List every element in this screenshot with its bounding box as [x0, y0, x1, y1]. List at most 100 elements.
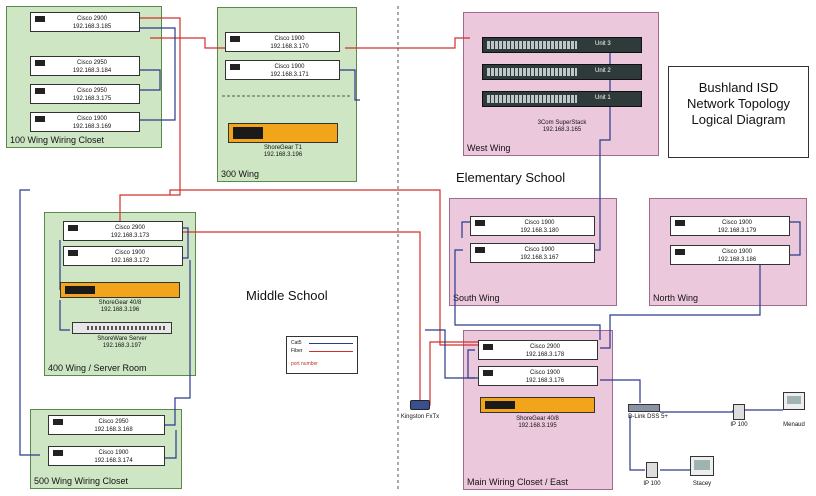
title-line1: Bushland ISD [698, 80, 779, 95]
diagram-title: Bushland ISD Network Topology Logical Di… [668, 66, 809, 158]
region-label-100-wing: 100 Wing Wiring Closet [10, 135, 105, 145]
switch-name: Cisco 2900 [529, 344, 561, 350]
region-label-north-wing: North Wing [653, 293, 699, 303]
switch-w400-a[interactable]: Cisco 2900 192.168.3.173 [63, 221, 183, 241]
fiber-link [420, 341, 480, 406]
switch-w100-a[interactable]: Cisco 2900 192.168.3.185 [30, 12, 140, 32]
fiber-link [150, 37, 225, 49]
title-line2: Network Topology [686, 96, 791, 111]
switch-w100-c[interactable]: Cisco 2950 192.168.3.175 [30, 84, 140, 104]
switch-ip: 192.168.3.178 [525, 352, 565, 358]
cat5-link [660, 410, 734, 413]
stack-unit-label: Unit 3 [595, 41, 611, 47]
ip-phone-b[interactable] [646, 462, 658, 478]
fiber-link [169, 189, 480, 346]
switch-north-a[interactable]: Cisco 1900 192.168.3.179 [670, 216, 790, 236]
region-label-300-wing: 300 Wing [221, 169, 260, 179]
switch-ip: 192.168.3.168 [94, 427, 133, 433]
switch-icon [68, 225, 78, 231]
switch-ip: 192.168.3.173 [110, 233, 150, 239]
legend-cat5: Cat5 [291, 340, 302, 346]
stack-unit-label: Unit 2 [595, 68, 611, 74]
stack-unit-1[interactable]: Unit 1 [482, 91, 642, 107]
switch-w400-b[interactable]: Cisco 1900 192.168.3.172 [63, 246, 183, 266]
switch-icon [35, 60, 45, 66]
ip-phone-b-label: IP 100 [643, 481, 661, 487]
cat5-link [140, 27, 176, 121]
cat5-link [467, 349, 478, 379]
region-label-main-closet: Main Wiring Closet / East [467, 477, 569, 487]
switch-ip: 192.168.3.180 [520, 228, 559, 234]
legend-port: port number [291, 361, 318, 367]
cat5-link [461, 221, 470, 238]
shoregear-40-8-ms[interactable] [60, 282, 180, 298]
cat5-link [59, 300, 70, 331]
pc-menaud[interactable] [783, 392, 805, 410]
switch-icon [230, 36, 240, 42]
fiber-link [183, 231, 421, 400]
kingston-label: Kingston FxTx [400, 414, 440, 420]
switch-main-a[interactable]: Cisco 2900 192.168.3.178 [478, 340, 598, 360]
switch-name: Cisco 1900 [524, 247, 555, 253]
cat5-link [165, 260, 191, 426]
switch-w300-b[interactable]: Cisco 1900 192.168.3.171 [225, 60, 340, 80]
cat5-link [140, 69, 161, 91]
shoregear-40-8-main[interactable] [480, 397, 595, 413]
switch-south-b[interactable]: Cisco 1900 192.168.3.167 [470, 243, 595, 263]
switch-main-b[interactable]: Cisco 1900 192.168.3.176 [478, 366, 598, 386]
switch-w100-b[interactable]: Cisco 2950 192.168.3.184 [30, 56, 140, 76]
switch-ip: 192.168.3.186 [717, 257, 757, 263]
cat5-link [340, 69, 360, 101]
cat5-link [454, 249, 601, 340]
pc-stacey[interactable] [690, 456, 714, 476]
switch-w300-a[interactable]: Cisco 1900 192.168.3.170 [225, 32, 340, 52]
switch-name: Cisco 1900 [529, 370, 561, 376]
switch-name: Cisco 2950 [98, 419, 129, 425]
switch-w500-a[interactable]: Cisco 2950 192.168.3.168 [48, 415, 165, 435]
switch-ip: 192.168.3.174 [94, 458, 133, 464]
cat5-link [183, 227, 189, 259]
stack-unit-2[interactable]: Unit 2 [482, 64, 642, 80]
shoreware-server[interactable] [72, 322, 172, 334]
switch-icon [475, 220, 485, 226]
cat5-link [629, 415, 645, 471]
dlink-switch[interactable] [628, 404, 660, 412]
switch-icon [675, 220, 685, 226]
switch-north-b[interactable]: Cisco 1900 192.168.3.186 [670, 245, 790, 265]
cat5-link [600, 255, 761, 349]
stack-unit-label: Unit 1 [595, 95, 611, 101]
switch-icon [35, 16, 45, 22]
ip-phone-a[interactable] [733, 404, 745, 420]
cat5-link [600, 379, 641, 403]
switch-ip: 192.168.3.184 [72, 68, 112, 74]
kingston-fxtx[interactable] [410, 400, 430, 410]
switch-name: Cisco 1900 [76, 116, 108, 122]
shoregear-t1[interactable] [228, 123, 338, 143]
region-label-south-wing: South Wing [453, 293, 500, 303]
switch-icon [35, 116, 45, 122]
switch-name: Cisco 1900 [721, 249, 753, 255]
cat5-link [790, 221, 801, 256]
switch-w100-d[interactable]: Cisco 1900 192.168.3.169 [30, 112, 140, 132]
switch-name: Cisco 2950 [76, 60, 108, 66]
ip-phone-a-label: IP 100 [730, 422, 748, 428]
switch-name: Cisco 2900 [114, 225, 146, 231]
switch-w500-b[interactable]: Cisco 1900 192.168.3.174 [48, 446, 165, 466]
region-label-west-wing: West Wing [467, 143, 511, 153]
cat5-link [425, 329, 475, 379]
dlink-label: D-Link DSS 5+ [628, 414, 668, 420]
pc-stacey-label: Stacey [692, 481, 712, 487]
cat5-link [165, 430, 177, 459]
switch-south-a[interactable]: Cisco 1900 192.168.3.180 [470, 216, 595, 236]
switch-icon [53, 450, 63, 456]
switch-ip: 192.168.3.175 [72, 96, 112, 102]
switch-name: Cisco 2900 [76, 16, 108, 22]
stack-unit-3[interactable]: Unit 3 [482, 37, 642, 53]
switch-ip: 192.168.3.171 [270, 72, 309, 78]
switch-icon [483, 344, 493, 350]
switch-icon [483, 370, 493, 376]
region-label-400-wing: 400 Wing / Server Room [48, 363, 147, 373]
switch-ip: 192.168.3.167 [520, 255, 559, 261]
fiber-link [119, 17, 181, 228]
